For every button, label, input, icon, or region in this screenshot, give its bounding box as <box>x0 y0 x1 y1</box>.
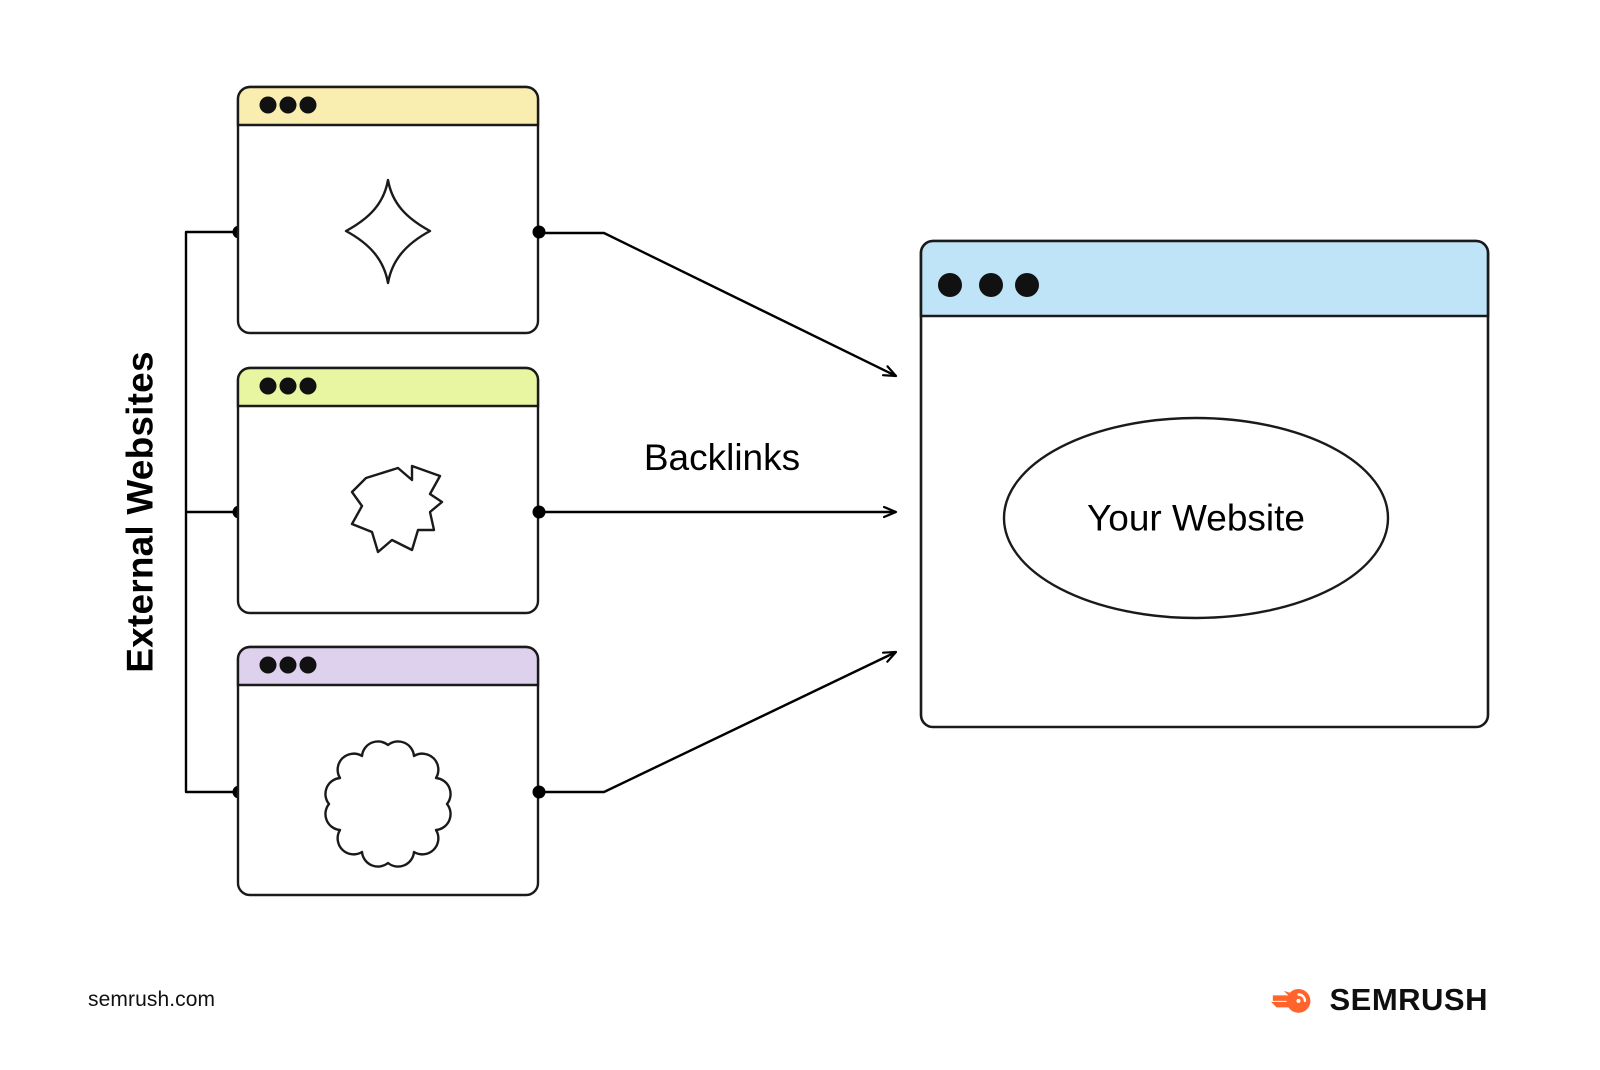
external-websites-bracket <box>184 225 246 799</box>
titlebar-purple <box>236 645 540 687</box>
flower-icon <box>324 740 452 868</box>
titlebar-yellow <box>236 85 540 127</box>
your-website-label: Your Website <box>1087 498 1305 539</box>
footer-url[interactable]: semrush.com <box>88 988 216 1011</box>
external-window-yellow[interactable] <box>236 85 540 335</box>
titlebar-main <box>919 239 1490 318</box>
backlink-arrows <box>540 231 896 794</box>
semrush-comet-icon <box>1271 989 1311 1013</box>
window-dots-purple <box>259 656 317 674</box>
external-websites-label: External Websites <box>120 351 161 672</box>
window-dots-main <box>938 273 1039 297</box>
your-website-ellipse <box>1002 416 1390 620</box>
main-window-your-website[interactable]: Your Website <box>919 239 1490 729</box>
connector-dot-1 <box>532 225 546 239</box>
blob-icon <box>350 464 444 554</box>
external-window-green[interactable] <box>236 366 540 615</box>
semrush-logo[interactable]: SEMRUSH <box>1271 982 1488 1018</box>
titlebar-green <box>236 366 540 408</box>
backlink-arrow-bottom <box>540 652 896 794</box>
semrush-wordmark: SEMRUSH <box>1329 982 1488 1017</box>
diamond-star-icon <box>344 178 432 285</box>
window-dots-yellow <box>259 96 317 114</box>
connector-dot-2 <box>532 505 546 519</box>
connector-dot-3 <box>532 785 546 799</box>
window-dots-green <box>259 377 317 395</box>
backlinks-label: Backlinks <box>644 437 800 478</box>
backlink-arrow-top <box>540 231 896 376</box>
external-window-purple[interactable] <box>236 645 540 897</box>
